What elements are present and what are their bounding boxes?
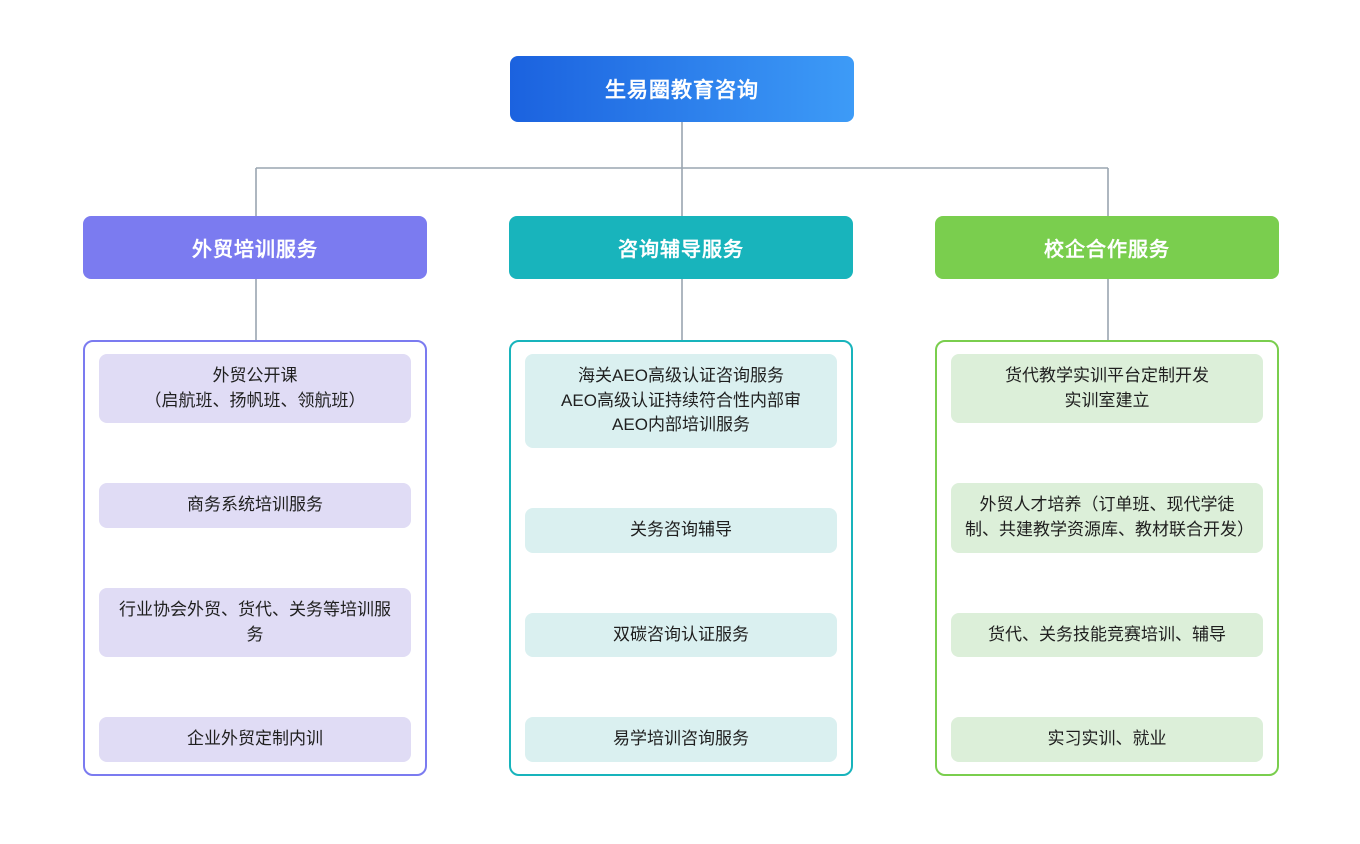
leaf-item[interactable]: 商务系统培训服务 [99,483,411,528]
root-node[interactable]: 生易圈教育咨询 [510,56,854,122]
branch-container-2: 货代教学实训平台定制开发 实训室建立 外贸人才培养（订单班、现代学徒制、共建教学… [935,340,1279,776]
leaf-item[interactable]: 双碳咨询认证服务 [525,612,837,658]
leaf-item[interactable]: 外贸人才培养（订单班、现代学徒制、共建教学资源库、教材联合开发） [951,483,1263,553]
branch-header-0[interactable]: 外贸培训服务 [83,216,427,279]
leaf-item[interactable]: 行业协会外贸、货代、关务等培训服务 [99,588,411,658]
leaf-item[interactable]: 企业外贸定制内训 [99,717,411,762]
leaf-item[interactable]: 易学培训咨询服务 [525,717,837,762]
leaf-item[interactable]: 货代教学实训平台定制开发 实训室建立 [951,354,1263,424]
branch-header-label-0: 外贸培训服务 [192,239,318,261]
leaf-item[interactable]: 外贸公开课 （启航班、扬帆班、领航班） [99,354,411,424]
branch-container-0: 外贸公开课 （启航班、扬帆班、领航班） 商务系统培训服务 行业协会外贸、货代、关… [83,340,427,776]
branch-header-2[interactable]: 校企合作服务 [935,216,1279,279]
root-node-label: 生易圈教育咨询 [605,79,759,102]
leaf-item[interactable]: 货代、关务技能竞赛培训、辅导 [951,612,1263,658]
branch-header-1[interactable]: 咨询辅导服务 [509,216,853,279]
branch-header-label-2: 校企合作服务 [1044,239,1170,261]
leaf-item[interactable]: 海关AEO高级认证咨询服务 AEO高级认证持续符合性内部审 AEO内部培训服务 [525,354,837,448]
branch-header-label-1: 咨询辅导服务 [618,239,744,261]
branch-container-1: 海关AEO高级认证咨询服务 AEO高级认证持续符合性内部审 AEO内部培训服务 … [509,340,853,776]
leaf-item[interactable]: 实习实训、就业 [951,717,1263,762]
leaf-item[interactable]: 关务咨询辅导 [525,507,837,553]
